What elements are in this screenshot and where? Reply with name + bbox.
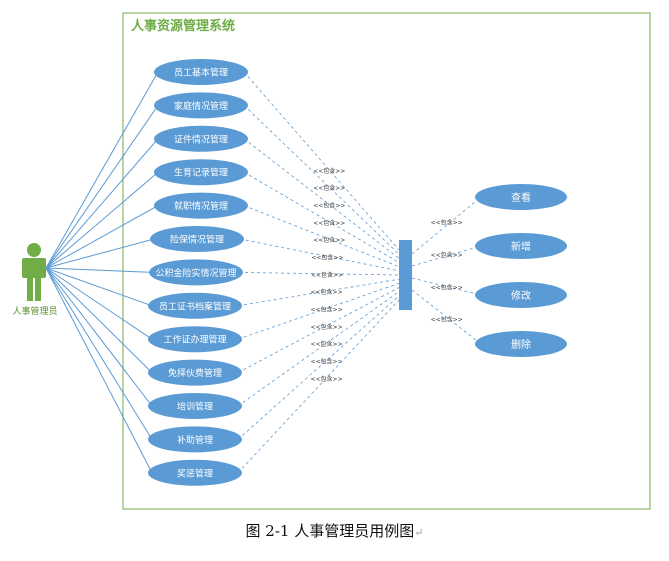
actor-line (45, 267, 153, 474)
use-case-label: 生育记录管理 (174, 167, 228, 179)
use-case-ellipse (150, 226, 244, 252)
common-operations-node (399, 240, 412, 310)
include-label: <<包含>> (311, 254, 343, 262)
include-label: <<包含>> (313, 202, 345, 210)
include-label: <<包含>> (313, 167, 345, 175)
include-line (237, 295, 400, 440)
include-label: <<包含>> (313, 219, 345, 227)
use-case-ellipse (148, 393, 242, 419)
use-case-label: 证件情况管理 (174, 133, 228, 145)
include-line (243, 138, 400, 259)
use-case-ellipse (154, 192, 248, 219)
include-label: <<包含>> (310, 305, 342, 313)
use-case-label: 免择伙费管理 (168, 367, 222, 379)
use-case-ellipse (148, 359, 242, 386)
actor-leg-left (27, 277, 33, 301)
actor-line (45, 238, 155, 269)
paragraph-mark: ↵ (414, 526, 424, 539)
use-case-ellipse (154, 59, 248, 85)
actor-line (45, 105, 159, 269)
actor-head (27, 243, 41, 257)
actor-line (45, 267, 153, 307)
operation-line (411, 289, 482, 345)
include-label: <<包含>> (310, 375, 342, 383)
operation-ellipse (475, 331, 567, 357)
use-case-ellipse (148, 426, 242, 453)
use-case-ellipse (154, 159, 248, 186)
use-case-label: 就职情况管理 (174, 200, 228, 212)
operation-dependency-lines: <<包含>> <<包含>> <<包含>> <<包含>> (411, 196, 482, 345)
include-line (237, 291, 400, 407)
operation-ellipse (475, 184, 567, 210)
actor-line (45, 267, 153, 340)
use-case-label: 工作证办理管理 (163, 334, 226, 346)
actor-line (45, 205, 159, 269)
actor-label: 人事管理员 (12, 305, 57, 317)
use-case-label: 公积金险实情况管理 (155, 267, 236, 279)
operation-ellipse (475, 282, 567, 308)
include-line (243, 205, 400, 268)
figure-caption: 图 2-1 人事管理员用例图↵ (0, 520, 669, 541)
actor-line (45, 267, 153, 440)
operation-label: 修改 (511, 289, 531, 302)
actor-line (45, 171, 159, 269)
operation-line (411, 196, 482, 255)
include-label: <<包含>> (431, 316, 463, 324)
include-label: <<包含>> (313, 184, 345, 192)
actor-line (45, 267, 153, 407)
system-boundary (122, 12, 651, 510)
operation-label: 查看 (511, 191, 531, 204)
use-case-ellipse (148, 459, 242, 486)
operation-label: 删除 (511, 338, 531, 351)
include-label: <<包含>> (310, 357, 342, 365)
caption-text: 图 2-1 人事管理员用例图 (245, 522, 415, 540)
include-label: <<包含>> (310, 288, 342, 296)
use-case-ellipse (154, 125, 248, 152)
use-case-label: 奖惩管理 (177, 467, 213, 479)
operation-label: 新增 (511, 240, 531, 253)
include-label: <<包含>> (310, 323, 342, 331)
include-line (237, 282, 400, 340)
system-title: 人事资源管理系统 (131, 18, 235, 34)
use-case-label: 员工基本管理 (174, 67, 228, 79)
include-label: <<包含>> (431, 219, 463, 227)
include-label: <<包含>> (313, 236, 345, 244)
include-dependency-lines: <<包含>> <<包含>> <<包含>> <<包含>> <<包含>> <<包含>> <<包含… (237, 71, 400, 474)
actor-figure (22, 243, 46, 301)
include-label: <<包含>> (311, 271, 343, 279)
operation-ellipse (475, 233, 567, 259)
actor-leg-right (35, 277, 41, 301)
use-cases: 员工基本管理家庭情况管理证件情况管理生育记录管理就职情况管理险保情况管理公积金险… (148, 59, 248, 486)
actor-torso (22, 258, 46, 278)
include-line (237, 287, 400, 373)
actor-line (45, 267, 153, 373)
use-case-ellipse (148, 326, 242, 353)
use-case-ellipse (154, 92, 248, 119)
actor-line (45, 71, 159, 269)
include-line (238, 272, 400, 276)
use-case-label: 险保情况管理 (170, 234, 224, 246)
include-label: <<包含>> (431, 251, 463, 259)
use-case-label: 家庭情况管理 (174, 100, 228, 112)
include-label: <<包含>> (431, 283, 463, 291)
use-case-label: 补助管理 (177, 434, 213, 446)
include-line (243, 105, 400, 255)
use-case-ellipse (149, 259, 243, 286)
use-case-label: 培训管理 (177, 401, 213, 413)
actor-line (45, 267, 154, 273)
include-label: <<包含>> (310, 340, 342, 348)
use-case-ellipse (148, 292, 242, 319)
use-case-label: 员工证书档案管理 (159, 300, 231, 312)
actor-line (45, 138, 159, 269)
actor-association-lines (45, 71, 159, 474)
